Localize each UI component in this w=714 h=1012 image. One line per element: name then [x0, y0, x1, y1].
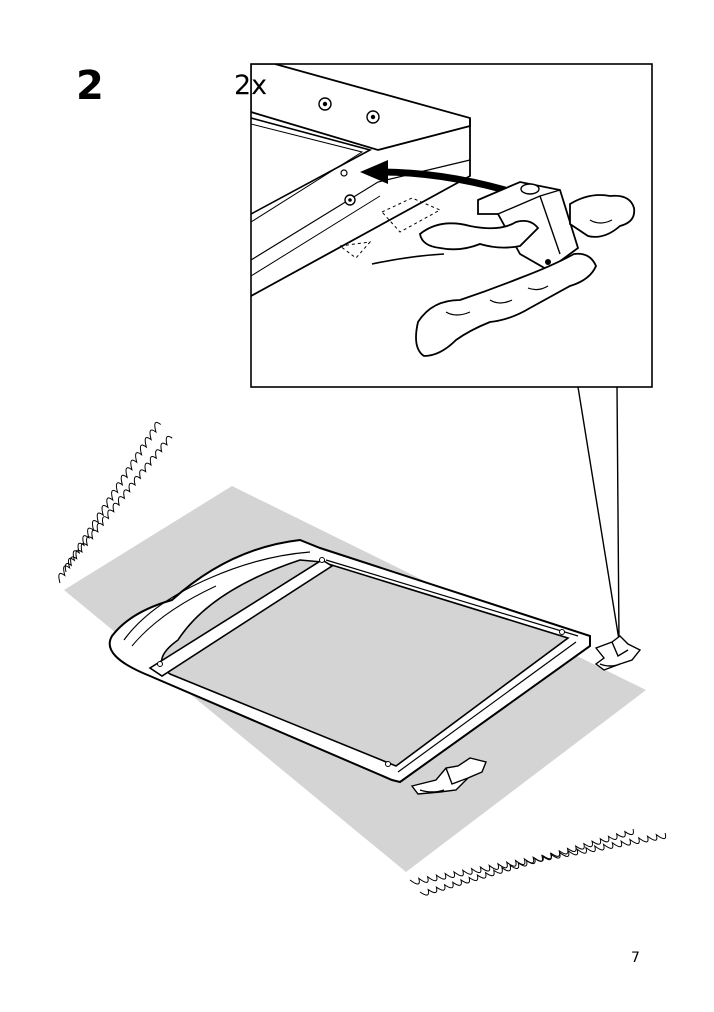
step-number: 2	[76, 63, 104, 109]
bracket-icon	[410, 635, 642, 795]
page-number: 7	[631, 950, 640, 966]
rug-fringe-bottom	[409, 829, 667, 896]
frame-opening	[160, 559, 570, 767]
quantity-label: 2x	[234, 70, 268, 101]
detail-callout	[250, 63, 653, 641]
cross-bar	[148, 559, 334, 677]
hand-inserting-bracket-icon	[251, 64, 636, 357]
callout-pointer	[577, 386, 620, 641]
frame-on-rug-icon	[58, 421, 667, 896]
rug-fringe-top	[58, 421, 173, 584]
